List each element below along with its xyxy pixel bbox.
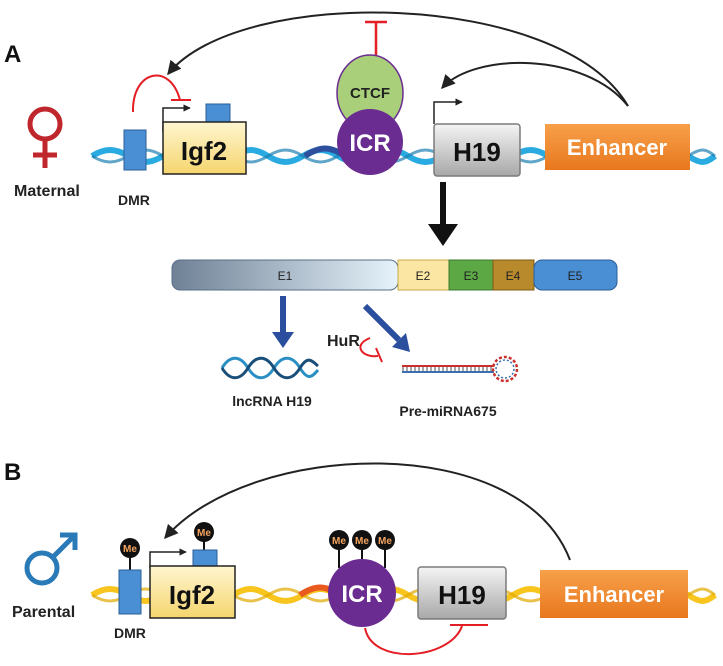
parental-label: Parental <box>12 604 75 621</box>
h19-exon-bar: E1 E2 E3 E4 E5 <box>171 259 618 291</box>
exon-e1-label: E1 <box>278 269 293 283</box>
igf2-small-box-b <box>192 549 218 567</box>
exon-e3-label: E3 <box>464 269 479 283</box>
me-label-dmr: Me <box>123 544 137 555</box>
lncrna-arrow <box>272 296 294 348</box>
panel-b-letter: B <box>4 459 21 486</box>
methyl-dmr <box>120 538 140 558</box>
methyl-igf2 <box>194 522 214 542</box>
icr-circle-a <box>337 109 403 175</box>
female-symbol-icon <box>27 106 63 168</box>
pre-mirna-label: Pre-miRNA675 <box>399 403 496 419</box>
exon-e5-label: E5 <box>568 269 583 283</box>
dmr-box-a <box>123 129 147 171</box>
ctcf-label: CTCF <box>350 85 390 102</box>
h19-gene-a <box>433 123 521 177</box>
enhancer-box-b <box>540 570 688 618</box>
dmr-box-b <box>118 569 142 615</box>
lncrna-wave-icon <box>220 356 320 380</box>
exon-e4 <box>492 259 535 291</box>
enhancer-to-igf2-arrow <box>167 11 629 107</box>
panel-a-letter: A <box>4 41 21 68</box>
hur-inhibition <box>359 337 379 358</box>
methyl-icr-1 <box>329 530 349 550</box>
icr-label-b: ICR <box>341 581 382 608</box>
panel-b: B Parental Me DMR Me Igf2 <box>4 459 717 656</box>
transcription-down-arrow <box>428 182 458 246</box>
dmr-inhibition-arc <box>131 74 181 113</box>
icr-label-a: ICR <box>349 130 390 157</box>
enhancer-to-h19-arrow <box>441 61 629 107</box>
exon-e3 <box>448 259 494 291</box>
igf2-label-b: Igf2 <box>169 580 215 610</box>
me-label-icr-3: Me <box>378 536 392 547</box>
h19-gene-b <box>417 566 507 620</box>
h19-promoter-arrow-a <box>433 98 463 124</box>
h19-label-a: H19 <box>453 137 501 167</box>
igf2-small-box-a <box>205 103 231 123</box>
igf2-label-a: Igf2 <box>181 136 227 166</box>
methyl-icr-2 <box>352 530 372 550</box>
icr-inhibition-arc <box>364 625 463 656</box>
enhancer-box-a <box>545 124 690 170</box>
dmr-label-a: DMR <box>118 192 150 208</box>
igf2-gene-a <box>162 121 247 175</box>
maternal-label: Maternal <box>14 183 80 200</box>
dmr-label-b: DMR <box>114 625 146 641</box>
me-label-icr-1: Me <box>332 536 346 547</box>
lncrna-label: lncRNA H19 <box>232 393 312 409</box>
igf2-gene-b <box>149 565 236 619</box>
exon-e2 <box>397 259 450 291</box>
h19-label-b: H19 <box>438 580 486 610</box>
mirna-arrow <box>362 303 410 352</box>
enhancer-label-b: Enhancer <box>564 582 665 607</box>
exon-e4-label: E4 <box>506 269 521 283</box>
pre-mirna-hairpin-icon <box>402 355 519 383</box>
me-label-icr-2: Me <box>355 536 369 547</box>
methyl-icr-3 <box>375 530 395 550</box>
igf2-promoter-arrow-b <box>149 548 187 568</box>
me-label-igf2: Me <box>197 528 211 539</box>
icr-circle-b <box>328 559 396 627</box>
exon-e5 <box>533 259 618 291</box>
enhancer-to-igf2-arrow-b <box>164 462 571 561</box>
exon-e2-label: E2 <box>416 269 431 283</box>
panel-a: A Maternal DMR Igf2 <box>4 11 717 419</box>
male-symbol-icon <box>24 532 78 586</box>
enhancer-label-a: Enhancer <box>567 135 668 160</box>
hur-label: HuR <box>327 333 360 350</box>
